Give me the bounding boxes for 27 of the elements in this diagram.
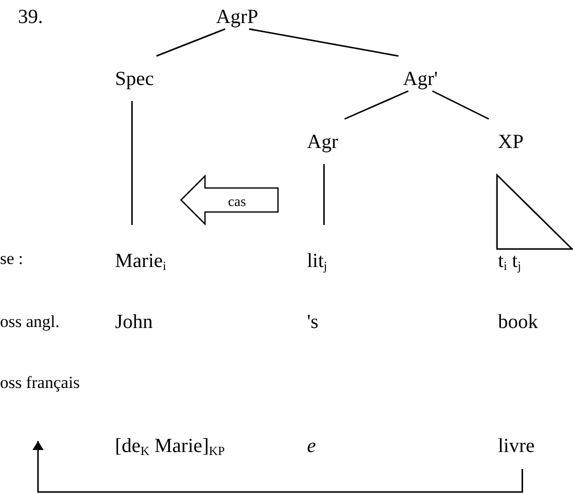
branch-line <box>248 28 398 57</box>
branch-line <box>323 164 325 225</box>
triangle-branch <box>496 173 573 250</box>
arrow <box>32 441 524 493</box>
word: 's <box>307 311 318 333</box>
word: livre <box>498 435 535 457</box>
phrase-label: XP <box>498 131 524 153</box>
word: e <box>307 435 316 457</box>
branch-line <box>432 90 490 120</box>
phrase-label: Agr' <box>403 68 438 90</box>
branch-line <box>344 90 409 120</box>
phrase-label: Spec <box>115 68 154 90</box>
word: lit$_{j}$ <box>307 250 328 272</box>
branch-line <box>131 101 133 225</box>
example-number: 39. <box>18 6 43 28</box>
row-label: oss angl. <box>0 313 60 332</box>
case-arrow: cas <box>180 174 279 226</box>
branch-line <box>156 28 226 57</box>
trace-word: t$_{i}$ t$_{j}$ <box>498 250 522 272</box>
word: John <box>115 311 153 333</box>
phrase-label: AgrP <box>216 6 258 28</box>
word: Marie$_{i}$ <box>115 250 166 272</box>
word: [de$_{K}$ Marie]$_{KP}$ <box>115 435 225 457</box>
row-label: oss français <box>0 374 80 393</box>
word: book <box>498 311 538 333</box>
row-label: se : <box>0 250 24 269</box>
phrase-label: Agr <box>307 131 338 153</box>
